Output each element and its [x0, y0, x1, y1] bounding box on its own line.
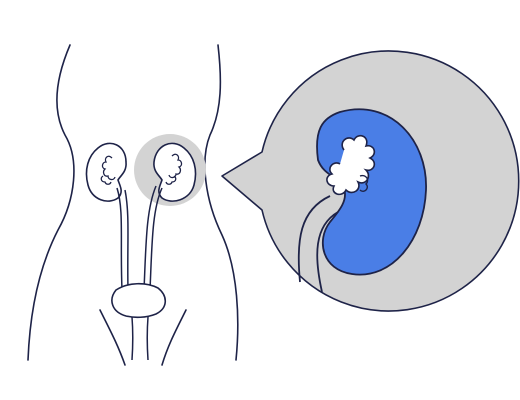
bladder — [111, 282, 167, 319]
right-kidney — [153, 142, 197, 202]
ureters — [116, 185, 163, 291]
left-kidney — [85, 142, 127, 202]
torso-outline — [27, 44, 239, 366]
urethra — [131, 316, 149, 361]
kidney-closeup — [297, 108, 427, 293]
